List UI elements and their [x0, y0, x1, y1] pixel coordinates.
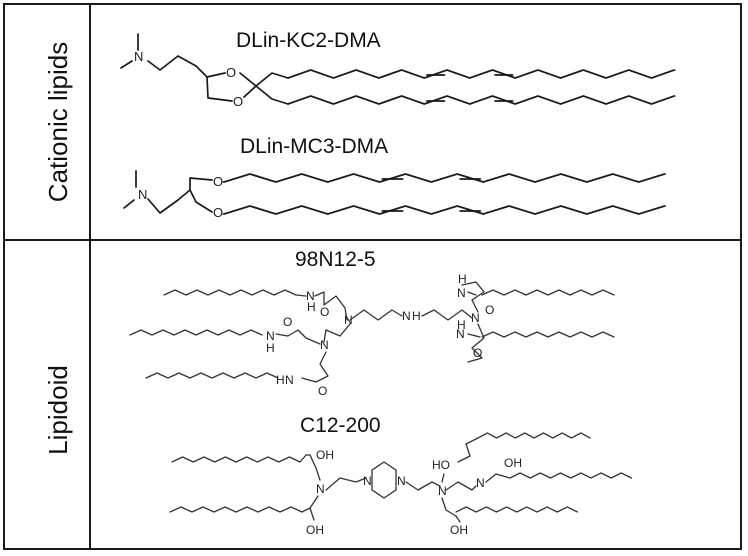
98n-amide-h-5: H [276, 373, 285, 387]
dlin-mc3-dma-structure: DLin-MC3-DMA N O O [123, 135, 667, 220]
dlin-mc3-dma-name: DLin-MC3-DMA [240, 135, 388, 158]
98n-carbonyl-o-3: O [473, 346, 482, 360]
kc2-oxygen-1: O [226, 65, 236, 80]
c12-piperazine-n-2: N [397, 474, 406, 488]
c12-piperazine-n-1: N [363, 474, 372, 488]
c12-hydroxyl-1: OH [316, 448, 334, 462]
98n-backbone-nh: N [402, 309, 411, 323]
98n-backbone-h: H [412, 309, 421, 323]
c12-hydroxyl-4: OH [504, 456, 522, 470]
98n-backbone-n-3: N [320, 338, 329, 352]
c12-hydroxyl-2: OH [306, 523, 324, 537]
c12-tertiary-n-2: N [438, 484, 447, 498]
mc3-nitrogen: N [138, 187, 147, 202]
kc2-nitrogen: N [134, 49, 143, 64]
c12-hydroxyl-5: OH [450, 523, 468, 537]
98n-amide-n-5: N [285, 373, 294, 387]
98n-amide-h-1: H [307, 300, 316, 314]
c12-tertiary-n-3: N [476, 476, 485, 490]
98n-amide-n-4: N [266, 329, 275, 343]
98n-amide-n-3: N [456, 327, 465, 341]
mc3-oxygen-1: O [213, 174, 223, 189]
98n12-5-structure: 98N12-5 N H O N N H N H N O N H O N [129, 248, 615, 398]
98n-amide-h-4: H [266, 341, 275, 355]
c12-200-name: C12-200 [300, 414, 381, 437]
kc2-oxygen-2: O [233, 94, 243, 109]
section-label-lipidoid: Lipidoid [43, 365, 73, 455]
98n-carbonyl-o-4: O [283, 315, 292, 329]
98n-backbone-n-2: N [471, 311, 480, 325]
98n-amide-h-3: H [457, 318, 466, 332]
98n-carbonyl-o-1: O [320, 305, 329, 319]
98n-amide-n-2: N [457, 286, 466, 300]
98n-amide-h-2: H [458, 272, 467, 286]
dlin-kc2-dma-name: DLin-KC2-DMA [236, 29, 381, 52]
98n-carbonyl-o-2: O [485, 303, 494, 317]
98n-backbone-n-1: N [344, 313, 353, 327]
c12-hydroxyl-3: HO [432, 458, 450, 472]
section-label-cationic-lipids: Cationic lipids [43, 42, 73, 202]
c12-tertiary-n-1: N [316, 482, 325, 496]
98n12-5-name: 98N12-5 [295, 248, 376, 271]
dlin-kc2-dma-structure: DLin-KC2-DMA N O O [120, 29, 676, 109]
98n-amide-n-1: N [306, 289, 315, 303]
98n-carbonyl-o-5: O [318, 384, 327, 398]
mc3-oxygen-2: O [213, 205, 223, 220]
figure-frame [3, 3, 742, 550]
c12-200-structure: C12-200 OH N OH N N N HO N OH OH [169, 414, 633, 537]
